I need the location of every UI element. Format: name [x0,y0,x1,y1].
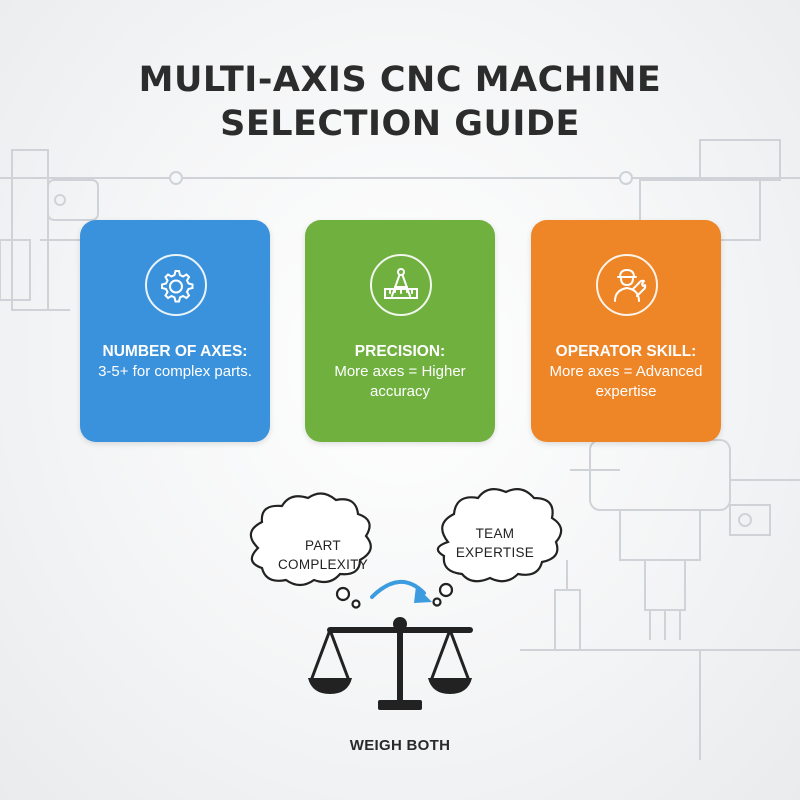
right-cloud-dot-small [432,597,442,607]
left-cloud-dot-large [335,586,351,602]
right-thought-cloud [436,487,563,583]
title-line-2: SELECTION GUIDE [220,104,580,144]
card-title: OPERATOR SKILL: [555,343,697,360]
card-precision: PRECISION: More axes = Higher accuracy [305,220,495,442]
left-thought-cloud [249,492,372,587]
title-line-1: MULTI-AXIS CNC MACHINE [138,60,662,100]
card-title: NUMBER OF AXES: [102,343,248,360]
compass-ruler-icon [370,254,432,316]
card-number-of-axes: NUMBER OF AXES: 3-5+ for complex parts. [80,220,270,442]
left-cloud-dot-small [351,599,361,609]
balance-scale-icon [308,617,473,710]
curved-arrow [370,579,426,599]
operator-wrench-icon [596,254,658,316]
team-expertise-label: TEAM EXPERTISE [455,526,535,560]
card-body: More axes = Advanced expertise [549,363,703,400]
page-title: MULTI-AXIS CNC MACHINE SELECTION GUIDE [0,58,800,146]
gear-icon [145,254,207,316]
card-title: PRECISION: [354,343,446,360]
curved-arrow-head [414,586,432,603]
card-body: 3-5+ for complex parts. [98,363,252,380]
card-operator-skill: OPERATOR SKILL: More axes = Advanced exp… [531,220,721,442]
part-complexity-label: PART COMPLEXITY [277,538,369,572]
weigh-both-caption: WEIGH BOTH [349,737,451,754]
right-cloud-dot-large [438,582,454,598]
card-body: More axes = Higher accuracy [334,363,466,400]
